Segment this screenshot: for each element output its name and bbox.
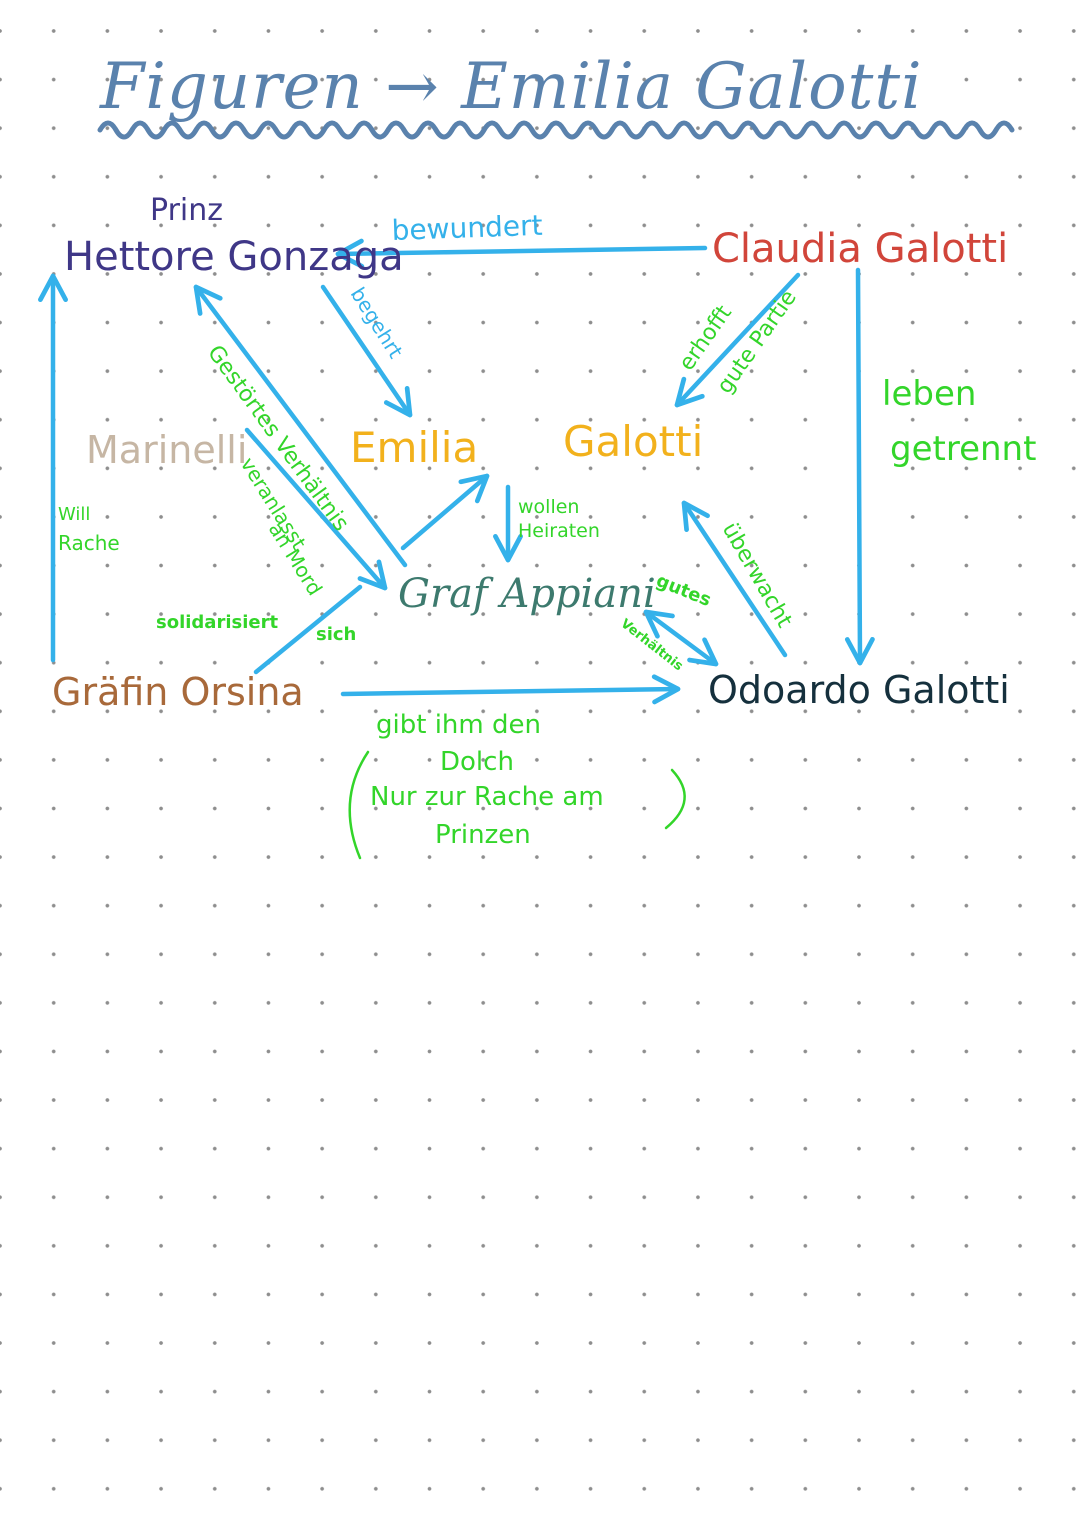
label-verhaeltnis: Verhältnis: [618, 616, 686, 674]
arrow-marinelli-to-appiani: [244, 427, 388, 591]
label-begehrt: begehrt: [346, 283, 408, 363]
label-close-paren: [664, 768, 686, 830]
arrow-claudia-to-hettore: [335, 238, 708, 269]
label-prinzen: Prinzen: [435, 820, 531, 850]
character-claudia-galotti: Claudia Galotti: [712, 226, 1008, 272]
arrow-claudia-to-emilia: [674, 272, 801, 408]
arrow-claudia-to-odoardo: [844, 267, 875, 666]
label-dolch: Dolch: [440, 747, 514, 777]
title-wavy-underline: [97, 120, 1015, 140]
page-title: Figuren → Emilia Galotti: [99, 50, 923, 124]
prinz-prefix: Prinz: [150, 193, 223, 228]
arrow-orsina-to-odoardo: [340, 674, 681, 705]
label-open-paren: [348, 750, 370, 860]
label-rache: Rache: [58, 531, 120, 555]
character-emilia-last: Galotti: [563, 417, 703, 466]
label-nur-zur-rache: Nur zur Rache am: [370, 782, 604, 812]
label-getrennt: getrennt: [890, 429, 1036, 469]
character-odoardo-galotti: Odoardo Galotti: [708, 668, 1010, 712]
label-gutes: gutes: [653, 570, 714, 611]
label-wollen: wollen: [518, 496, 579, 518]
label-gute-partie: gute Partie: [712, 286, 801, 399]
label-leben: leben: [882, 374, 976, 414]
character-graefin-orsina: Gräfin Orsina: [52, 670, 304, 714]
arrow-hettore-to-emilia: [320, 284, 413, 418]
character-hettore-gonzaga: Hettore Gonzaga: [64, 234, 404, 280]
label-solidarisiert: solidarisiert: [156, 612, 278, 633]
character-marinelli: Marinelli: [86, 428, 247, 472]
arrow-odoardo-to-emilia: [681, 500, 788, 658]
character-graf-appiani: Graf Appiani: [398, 571, 656, 617]
label-sich: sich: [316, 624, 356, 645]
label-heiraten: Heiraten: [518, 520, 600, 542]
arrow-orsina-to-marinelli-link: [253, 584, 363, 675]
label-bewundert: bewundert: [391, 209, 543, 247]
label-gibt-ihm-den: gibt ihm den: [376, 710, 541, 740]
character-emilia-first: Emilia: [350, 423, 478, 472]
arrow-appiani-to-hettore: [193, 284, 408, 568]
arrow-appiani-to-emilia: [400, 473, 490, 551]
label-will: Will: [58, 504, 90, 525]
arrow-appiani-odoardo-bidirectional: [643, 609, 719, 667]
